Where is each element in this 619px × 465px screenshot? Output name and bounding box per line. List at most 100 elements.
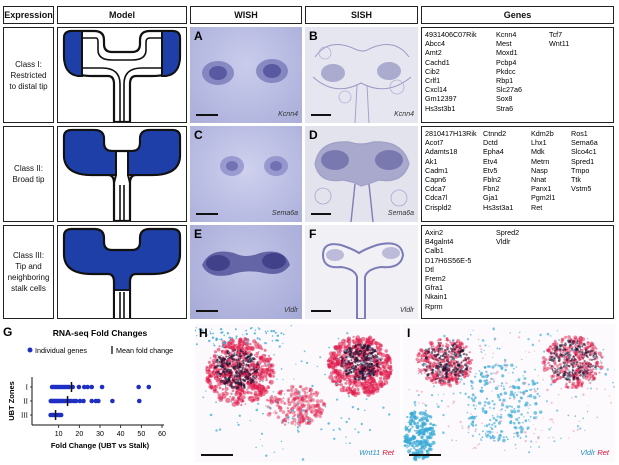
gene-name: D17H6S56E-5 bbox=[425, 255, 472, 265]
gene-name: Spred1 bbox=[571, 156, 595, 166]
gene-name: Moxd1 bbox=[496, 48, 518, 58]
data-point bbox=[76, 384, 82, 390]
x-tick-label: 10 bbox=[55, 431, 63, 438]
panel-label-g: G bbox=[3, 325, 13, 339]
panel-i-fish: I Vldlr Ret bbox=[403, 324, 615, 462]
gene-name: Axin2 bbox=[425, 228, 443, 237]
gene-name: Sox8 bbox=[496, 94, 513, 104]
gene-name: Acot7 bbox=[425, 138, 444, 148]
gene-name: Mest bbox=[496, 39, 512, 49]
scale-bar bbox=[311, 114, 331, 116]
data-point bbox=[89, 384, 95, 390]
gene-name: Fbln2 bbox=[483, 174, 501, 184]
y-tick-label: I bbox=[26, 384, 29, 392]
gene-name: Amt2 bbox=[425, 48, 442, 58]
gene-name: Spred2 bbox=[496, 228, 520, 237]
header-model: Model bbox=[57, 6, 187, 24]
header-genes: Genes bbox=[421, 6, 614, 24]
gene-name: Cdca7l bbox=[425, 193, 448, 203]
data-point bbox=[81, 398, 86, 404]
scale-bar bbox=[311, 213, 331, 215]
panel-b-sish: B Kcnn4 bbox=[305, 27, 418, 123]
legend-label: Individual genes bbox=[35, 346, 87, 355]
data-point bbox=[58, 412, 64, 418]
gene-name: B4galnt4 bbox=[425, 237, 454, 247]
panel-label-d: D bbox=[309, 128, 318, 142]
gene-name: Gfra1 bbox=[425, 283, 443, 293]
panel-e-wish: E Vldlr bbox=[190, 225, 302, 319]
data-point bbox=[110, 398, 115, 404]
x-tick-label: 30 bbox=[96, 431, 104, 438]
class-3-label: Class III: Tip and neighboring stalk cel… bbox=[3, 225, 54, 319]
scale-bar bbox=[409, 454, 441, 456]
gene-name: Pgm2l1 bbox=[531, 193, 556, 203]
gene-name: Cadm1 bbox=[425, 165, 449, 175]
gene-name: Dctd bbox=[483, 138, 498, 148]
gene-name: Vldlr bbox=[496, 237, 511, 247]
header-expression: Expression bbox=[3, 6, 54, 24]
x-tick-label: 50 bbox=[137, 431, 145, 438]
gene-label-f: Vldlr bbox=[399, 307, 414, 314]
data-point bbox=[136, 398, 142, 404]
data-point bbox=[146, 384, 152, 390]
data-point bbox=[99, 384, 105, 390]
chart-title: RNA-seq Fold Changes bbox=[53, 328, 148, 338]
panel-label-b: B bbox=[309, 29, 318, 43]
gene-name: Epha4 bbox=[483, 147, 504, 157]
gene-name: Hs3st3a1 bbox=[483, 202, 514, 212]
gene-name: Ros1 bbox=[571, 129, 588, 138]
gene-name: Abcc4 bbox=[425, 39, 445, 49]
panel-label-h: H bbox=[199, 326, 208, 340]
gene-name: Tmpo bbox=[571, 165, 590, 175]
gene-name: Etv5 bbox=[483, 165, 498, 175]
gene-label-a: Kcnn4 bbox=[278, 111, 298, 118]
gene-label-e: Vldlr bbox=[283, 307, 298, 314]
panel-h-fish: H Wnt11 Ret bbox=[195, 324, 400, 462]
gene-name: Ak1 bbox=[425, 156, 438, 166]
gene-name: Kdm2b bbox=[531, 129, 554, 138]
panel-c-wish: C Sema6a bbox=[190, 126, 302, 222]
header-sish: SISH bbox=[305, 6, 418, 24]
gene-name: Gm12397 bbox=[425, 94, 457, 104]
gene-name: Calb1 bbox=[425, 246, 444, 256]
scale-bar bbox=[196, 310, 218, 312]
class-1-label: Class I: Restricted to distal tip bbox=[3, 27, 54, 123]
gene-name: Sema6a bbox=[571, 138, 598, 148]
gene-name: Capn6 bbox=[425, 174, 447, 184]
scale-bar bbox=[201, 454, 233, 456]
gene-name: Cachd1 bbox=[425, 57, 450, 67]
legend-dot-marker bbox=[27, 347, 33, 353]
gene-name: Fbn2 bbox=[483, 184, 500, 194]
gene-name: Lhx1 bbox=[531, 138, 547, 148]
class-2-label: Class II: Broad tip bbox=[3, 126, 54, 222]
gene-name: Etv4 bbox=[483, 156, 498, 166]
data-point bbox=[66, 384, 72, 390]
scale-bar bbox=[196, 114, 218, 116]
x-tick-label: 60 bbox=[158, 431, 166, 438]
gene-name: Pcbp4 bbox=[496, 57, 517, 67]
gene-name: Panx1 bbox=[531, 184, 552, 194]
panel-a-wish: A Kcnn4 bbox=[190, 27, 302, 123]
gene-name: Mdk bbox=[531, 147, 545, 157]
panel-label-i: I bbox=[407, 326, 411, 340]
scale-bar bbox=[196, 213, 218, 215]
header-wish: WISH bbox=[190, 6, 302, 24]
gene-name: Ctnnd2 bbox=[483, 129, 507, 138]
gene-name: Ttk bbox=[571, 174, 581, 184]
data-point bbox=[85, 384, 90, 390]
gene-name: Ret bbox=[531, 202, 543, 212]
data-point bbox=[136, 384, 141, 390]
probe-label-h: Wnt11 Ret bbox=[359, 448, 394, 457]
legend-label: Mean fold change bbox=[116, 346, 173, 355]
gene-name: Tcf7 bbox=[549, 30, 563, 39]
gene-name: Nkain1 bbox=[425, 292, 448, 302]
gene-name: Adamts18 bbox=[425, 147, 458, 157]
gene-label-c: Sema6a bbox=[271, 210, 298, 217]
gene-label-b: Kcnn4 bbox=[394, 111, 414, 118]
